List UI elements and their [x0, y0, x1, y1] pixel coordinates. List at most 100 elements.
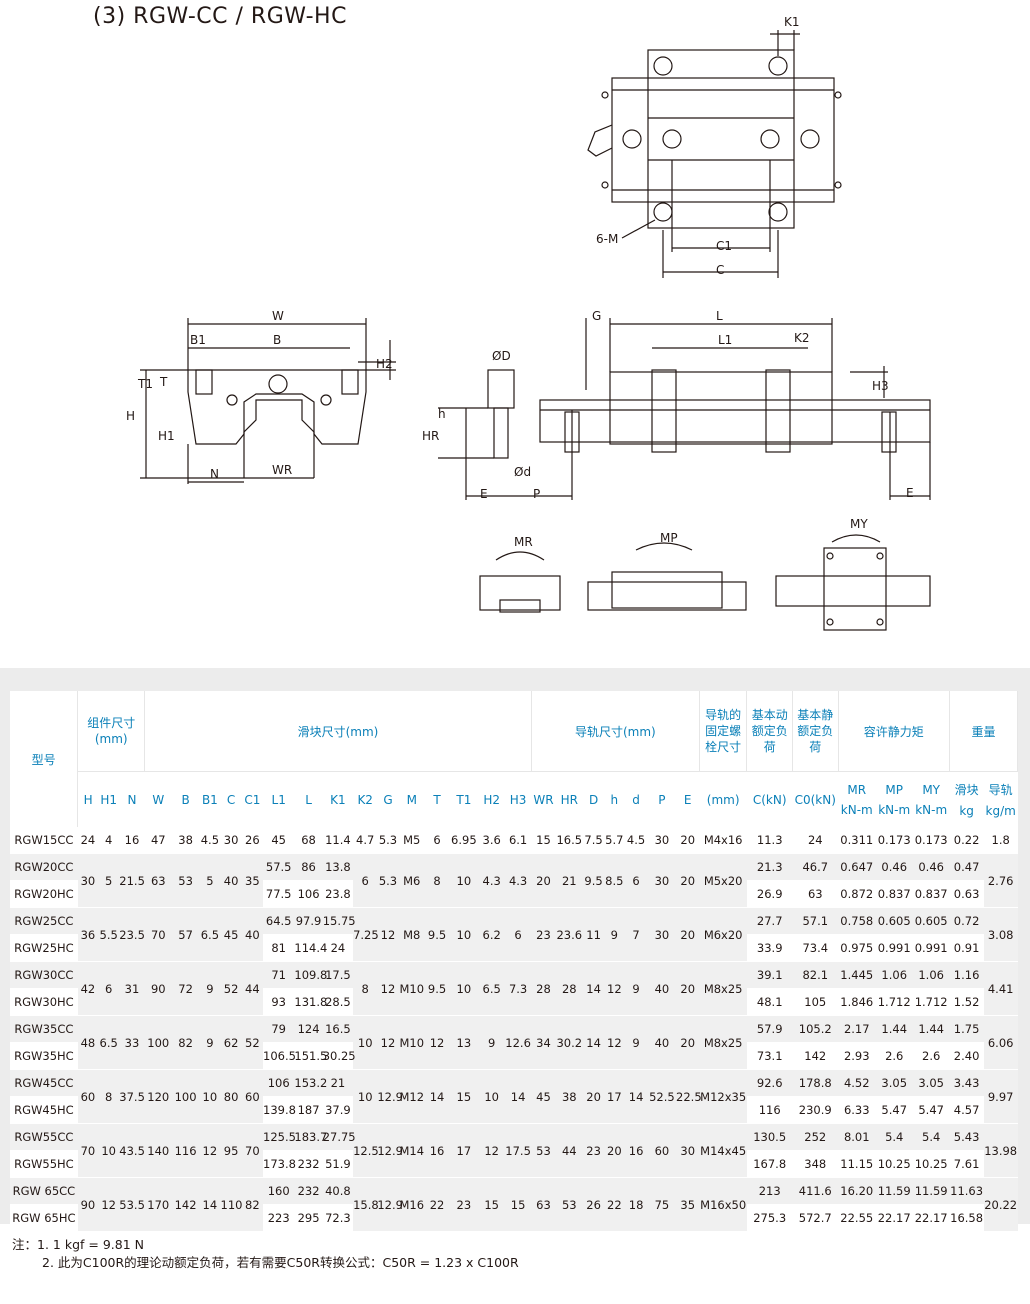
cell-MY: 22.17: [912, 1204, 950, 1232]
subheader-cell: W: [144, 771, 172, 827]
cell-H2: 15: [478, 1177, 505, 1232]
cell-MY: 1.06: [912, 961, 950, 989]
cell-M: M16: [398, 1177, 425, 1232]
cell-MY: 0.46: [912, 853, 950, 881]
cell-L1: 223: [263, 1204, 295, 1232]
subheader-label: N: [127, 792, 137, 807]
subheader-label: C0(kN): [794, 792, 836, 807]
notes: 注：1. 1 kgf = 9.81 N 2. 此为C100R的理论动额定负荷，若…: [12, 1236, 519, 1272]
subheader-cell: H: [77, 771, 99, 827]
cell-d: 16: [624, 1123, 648, 1178]
cell-MY: 10.25: [912, 1150, 950, 1178]
cell-H3: 6: [504, 907, 532, 962]
cell-B1: 9: [199, 1015, 221, 1070]
subheader-cell: H3: [504, 771, 532, 827]
cell-MP: 0.837: [875, 880, 913, 908]
cell-L1: 160: [263, 1177, 295, 1205]
cell-d: 18: [624, 1177, 648, 1232]
cell-B: 100: [171, 1069, 200, 1124]
cell-WR: 23: [531, 907, 556, 962]
cell-model: RGW35CC: [10, 1015, 78, 1043]
subheader-cell: D: [582, 771, 605, 827]
label-MR: MR: [514, 535, 533, 549]
subheader-label: K1: [330, 792, 346, 807]
cell-MY: 5.47: [912, 1096, 950, 1124]
cell-B1: 12: [199, 1123, 221, 1178]
cell-MY: 2.6: [912, 1042, 950, 1070]
cell-C0_kN: 63: [792, 880, 839, 908]
subheader-label: 滑块: [954, 783, 979, 797]
subheader-unit: kN-m: [915, 802, 948, 817]
subheader-label: WR: [533, 792, 554, 807]
cell-E: 20: [676, 827, 700, 854]
cell-C: 110: [220, 1177, 242, 1232]
cell-L: 124: [294, 1015, 323, 1043]
cell-block_kg: 16.58: [949, 1204, 984, 1232]
cell-C1: 44: [241, 961, 263, 1016]
cell-block_kg: 4.57: [949, 1096, 984, 1124]
subheader-label: T1: [456, 792, 472, 807]
cell-H: 24: [77, 827, 99, 854]
cell-T1: 23: [449, 1177, 479, 1232]
cell-T1: 15: [449, 1069, 479, 1124]
cell-H2: 10: [478, 1069, 505, 1124]
cell-L: 86: [294, 853, 323, 881]
cell-C: 52: [220, 961, 242, 1016]
header-dynamic: 基本动额定负荷: [746, 691, 793, 772]
subheader-label: HR: [560, 792, 578, 807]
cell-K2: 15.8: [353, 1177, 379, 1232]
cell-MY: 1.712: [912, 988, 950, 1016]
cell-MR: 8.01: [838, 1123, 876, 1151]
cell-H3: 17.5: [504, 1123, 532, 1178]
label-H3: H3: [872, 379, 889, 393]
front-view-drawing: [140, 318, 396, 484]
subheader-label: C(kN): [752, 792, 787, 807]
cell-H3: 7.3: [504, 961, 532, 1016]
cell-d: 9: [624, 961, 648, 1016]
label-MP: MP: [660, 531, 678, 545]
cell-G: 5.3: [377, 827, 399, 854]
page-title: (3) RGW-CC / RGW-HC: [93, 4, 347, 29]
cell-C_kN: 167.8: [746, 1150, 793, 1178]
cell-G: 5.3: [377, 853, 399, 908]
cell-K1: 28.5: [322, 988, 354, 1016]
cell-K2: 7.25: [353, 907, 379, 962]
cell-W: 140: [144, 1123, 172, 1178]
cell-h: 5.7: [604, 827, 625, 854]
cell-W: 47: [144, 827, 172, 854]
cell-rail_kgm: 6.06: [983, 1015, 1018, 1070]
cell-block_kg: 11.63: [949, 1177, 984, 1205]
cell-MY: 3.05: [912, 1069, 950, 1097]
cell-K1: 16.5: [322, 1015, 354, 1043]
cell-P: 30: [647, 827, 677, 854]
label-H1: H1: [158, 429, 175, 443]
cell-block_kg: 3.43: [949, 1069, 984, 1097]
cell-L1: 77.5: [263, 880, 295, 908]
cell-C_kN: 116: [746, 1096, 793, 1124]
cell-block_kg: 2.40: [949, 1042, 984, 1070]
subheader-cell: E: [676, 771, 700, 827]
cell-MR: 16.20: [838, 1177, 876, 1205]
cell-L: 106: [294, 880, 323, 908]
cell-K1: 40.8: [322, 1177, 354, 1205]
subheader-cell: L: [294, 771, 323, 827]
cell-H: 42: [77, 961, 99, 1016]
cell-C_kN: 57.9: [746, 1015, 793, 1043]
header-block: 滑块尺寸(mm): [144, 691, 532, 772]
header-assembly: 组件尺寸(mm): [77, 691, 146, 772]
cell-MP: 10.25: [875, 1150, 913, 1178]
cell-L1: 173.8: [263, 1150, 296, 1178]
cell-model: RGW20HC: [10, 880, 78, 908]
cell-C_kN: 21.3: [746, 853, 793, 881]
moment-sketches: [479, 534, 931, 631]
cell-MP: 2.6: [875, 1042, 913, 1070]
header-weight: 重量: [949, 691, 1019, 772]
header-moment: 容许静力矩: [838, 691, 950, 772]
cell-C_kN: 130.5: [746, 1123, 793, 1151]
cell-HR: 16.5: [555, 827, 583, 854]
subheader-label: H3: [509, 792, 527, 807]
